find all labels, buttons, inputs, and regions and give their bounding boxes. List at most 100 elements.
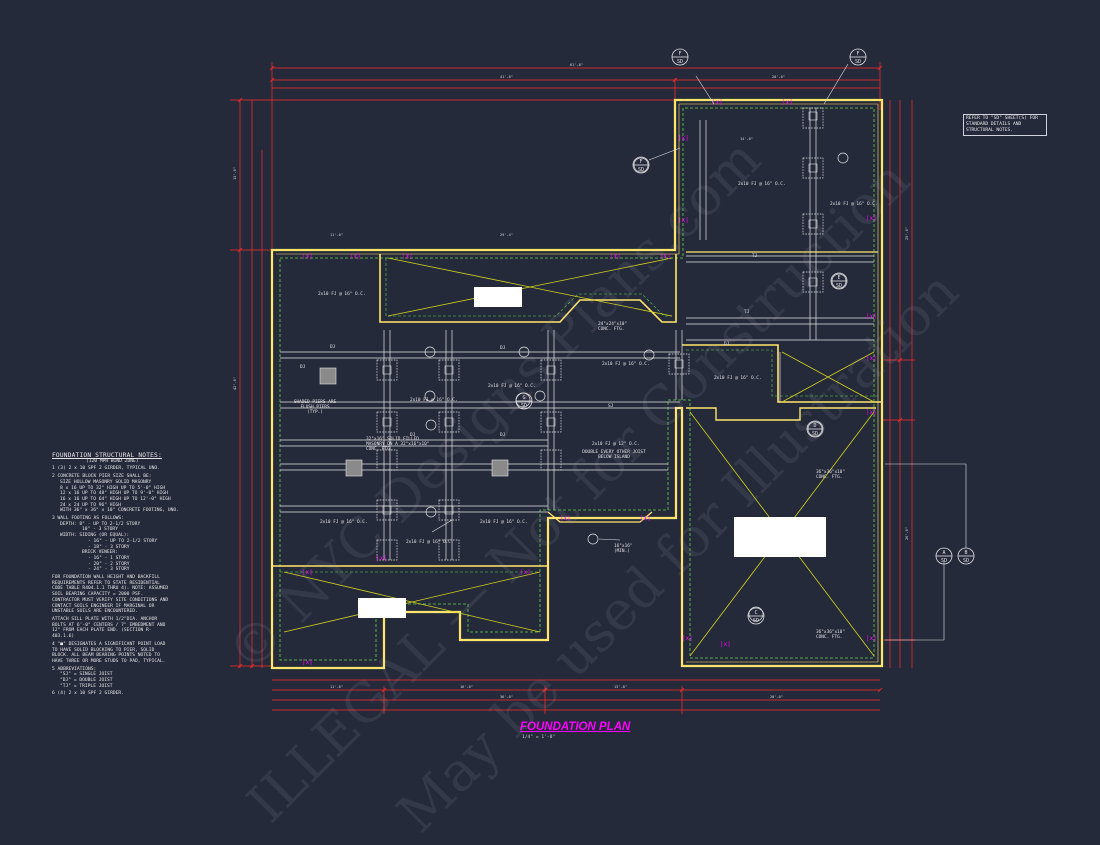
note-2-row: 24 x 24 UP TO 96" HIGH — [60, 502, 121, 508]
svg-text:|x|: |x| — [610, 253, 621, 260]
joist-label: 2x10 FJ @ 16" O.C. — [602, 362, 650, 367]
structural-notes: FOUNDATION STRUCTURAL NOTES: (120 MPH WI… — [52, 453, 292, 697]
svg-text:29'-4": 29'-4" — [500, 233, 513, 237]
dimension-lines — [230, 62, 915, 714]
svg-text:B: B — [964, 550, 967, 556]
dim-text: 61'-8"41'-8"20'-0" 15'-0" 42'-0" 36'-0"2… — [233, 63, 909, 699]
svg-text:C: C — [754, 610, 757, 616]
note-3-brick: BRICK VENEER: — [82, 550, 118, 556]
svg-text:|x|: |x| — [640, 515, 651, 522]
svg-text:15'-0": 15'-0" — [233, 167, 237, 180]
joist-abbrev: DJ — [410, 433, 416, 438]
note-2-row: 16 x 16 UP TO 64" HIGH UP TO 12'-0" HIGH — [60, 496, 171, 502]
svg-text:|x|: |x| — [678, 217, 689, 224]
plan-title: FOUNDATION PLAN — [520, 721, 631, 733]
svg-text:A: A — [942, 550, 945, 556]
note-paragraph: ATTACH SILL PLATE WITH 1/2"DIA. ANCHOR B… — [52, 616, 166, 640]
foundation-plan-drawing: |x||x||x| |x||x||x| |x||x||x| |x||x||x| … — [230, 48, 975, 714]
flush-pier-note: SHADED PIERS ARE FLUSH PIERS (TYP.) — [293, 400, 337, 415]
svg-text:|x|: |x| — [866, 409, 877, 416]
svg-text:26'-0": 26'-0" — [905, 527, 909, 540]
flush-piers — [319, 367, 509, 477]
plan-scale: 1/4" = 1'-0" — [522, 735, 556, 740]
note-3-width-item: - 16" - UP TO 2-1/2 STORY — [88, 538, 158, 544]
magenta-markers: |x||x||x| |x||x||x| |x||x||x| |x||x||x| … — [302, 99, 877, 666]
svg-text:SD: SD — [753, 618, 759, 624]
island-joist-label: 2x10 FJ @ 12" O.C. — [592, 442, 640, 447]
svg-text:|x|: |x| — [302, 569, 313, 576]
note-3-brick-item: - 24" - 3 STORY — [88, 567, 130, 573]
joist-label: 2x10 FJ @ 16" O.C. — [406, 540, 454, 545]
drawing-sheet: |x||x||x| |x||x||x| |x||x||x| |x||x||x| … — [52, 48, 1047, 845]
svg-text:|x|: |x| — [678, 135, 689, 142]
svg-text:20'-0": 20'-0" — [772, 75, 785, 79]
note-5: 5 ABBREVIATIONS: — [52, 666, 97, 672]
svg-text:|x|: |x| — [782, 99, 793, 106]
svg-text:F: F — [856, 51, 859, 57]
foundation-walls — [270, 98, 884, 670]
svg-text:SD: SD — [941, 558, 947, 564]
note-3-depth: DEPTH: 8" - UP TO 2-1/2 STORY — [60, 521, 141, 527]
note-2: 2 CONCRETE BLOCK PIER SIZE SHALL BE: — [52, 474, 152, 480]
note-paragraph: FOR FOUNDATION WALL HEIGHT AND BACKFILL … — [52, 575, 169, 615]
footing-36-note: 36"x36"x10" CONC. FTG. — [816, 470, 846, 480]
note-3-width: WIDTH: SIDING (OR EQUAL): — [60, 533, 130, 539]
footing-36-note: 36"x36"x10" CONC. FTG. — [816, 630, 846, 640]
pier-centers — [382, 111, 818, 515]
note-2-header: SIZE HOLLOW MASONRY SOLID MASONRY — [60, 479, 152, 485]
note-2-row: WITH 36" x 36" x 10" CONCRETE FOOTING, U… — [60, 508, 179, 514]
svg-text:25'-0": 25'-0" — [905, 227, 909, 240]
joist-label: 2x10 FJ @ 16" O.C. — [830, 202, 878, 207]
svg-text:11'-0": 11'-0" — [330, 233, 343, 237]
svg-text:|x|: |x| — [866, 635, 877, 642]
svg-text:|x|: |x| — [560, 515, 571, 522]
svg-text:36'-0": 36'-0" — [500, 695, 513, 699]
note-3-brick-item: - 20" - 2 STORY — [88, 561, 130, 567]
svg-text:|x|: |x| — [520, 569, 531, 576]
note-2-row: 8 x 16 UP TO 32" HIGH UP TO 5'-0" HIGH — [60, 485, 166, 491]
note-3-width-item: - 18" - 3 STORY — [88, 544, 130, 550]
note-6: 6 (4) 2 x 10 SPF 2 GIRDER. — [52, 691, 124, 697]
svg-text:SD: SD — [963, 558, 969, 564]
svg-text:G: G — [522, 395, 525, 401]
joist-abbrev: TJ — [752, 254, 758, 259]
notes-subtitle: (120 MPH WIND ZONE) — [86, 458, 139, 464]
abbrev-item: "TJ" = TRIPLE JOIST — [60, 683, 113, 689]
svg-text:|x|: |x| — [682, 635, 693, 642]
svg-text:D: D — [813, 423, 816, 429]
note-3-brick-item: - 16" - 1 STORY — [88, 555, 130, 561]
svg-text:|x|: |x| — [720, 641, 731, 648]
svg-text:|x|: |x| — [866, 215, 877, 222]
redaction-box — [474, 287, 522, 307]
svg-text:|x|: |x| — [866, 355, 877, 362]
svg-text:14'-0": 14'-0" — [740, 137, 753, 141]
joist-label: 2x10 FJ @ 16" O.C. — [714, 376, 762, 381]
footing-24-note: 24"x24"x10" CONC. FTG. — [598, 322, 628, 332]
note-4: 4 "■" DESIGNATES A SIGNIFICANT POINT LOA… — [52, 641, 166, 664]
svg-text:20'-0": 20'-0" — [770, 695, 783, 699]
svg-text:|x|: |x| — [660, 253, 671, 260]
note-2-row: 12 x 16 UP TO 48" HIGH UP TO 9'-0" HIGH — [60, 491, 168, 497]
abbrev-item: "SJ" = SINGLE JOIST — [60, 672, 113, 678]
svg-text:16'-0": 16'-0" — [460, 685, 473, 689]
joist-label: 2x10 FJ @ 16" O.C. — [738, 182, 786, 187]
joist-label: 2x10 FJ @ 16" O.C. — [320, 520, 368, 525]
joist-abbrev: DJ — [330, 345, 336, 350]
svg-text:61'-8": 61'-8" — [570, 63, 583, 67]
joist-abbrev: TJ — [744, 310, 750, 315]
svg-text:|x|: |x| — [402, 253, 413, 260]
svg-text:13'-8": 13'-8" — [614, 685, 627, 689]
girder-lines — [280, 108, 874, 560]
svg-text:|x|: |x| — [866, 313, 877, 320]
joist-label: 2x10 FJ @ 16" O.C. — [480, 520, 528, 525]
solid-masonry-note: 32"x16" SOLID FILLED MASONRY ON A 32"x16… — [366, 437, 430, 452]
joist-abbrev: DJ — [300, 365, 306, 370]
svg-text:E: E — [837, 275, 840, 281]
svg-text:F: F — [639, 159, 642, 165]
svg-text:SD: SD — [521, 403, 527, 409]
svg-text:11'-0": 11'-0" — [330, 685, 343, 689]
note-3-depth: 10" - 3 STORY — [82, 527, 118, 533]
svg-text:|x|: |x| — [350, 253, 361, 260]
abbrev-item: "DJ" = DOUBLE JOIST — [60, 678, 113, 684]
svg-text:|x|: |x| — [376, 555, 387, 562]
